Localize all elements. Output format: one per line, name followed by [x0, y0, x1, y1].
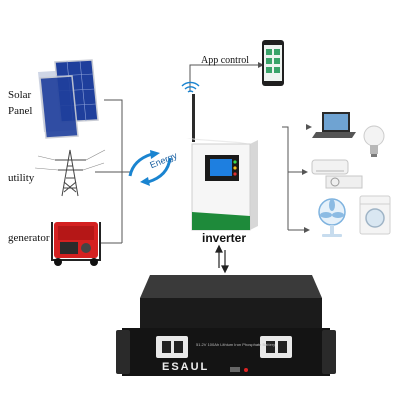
- generator-label: generator: [8, 232, 50, 244]
- app-control-label: App control: [201, 55, 250, 66]
- battery-rack-icon: [116, 275, 336, 376]
- utility-label: utility: [8, 172, 35, 184]
- inverter-icon: [186, 94, 258, 231]
- energy-cycle-arrows: [128, 152, 172, 184]
- arrow-heads: [258, 62, 312, 233]
- laptop-icon: [312, 112, 356, 138]
- inverter-label: inverter: [202, 231, 247, 245]
- generator-icon: [51, 222, 101, 266]
- solar-label-line1: Solar: [8, 89, 32, 101]
- air-conditioner-icon: [311, 159, 363, 189]
- wifi-icon: [181, 81, 200, 93]
- battery-caption: 51.2V 100Ah Lithium Iron Phosphate Batte…: [196, 342, 276, 347]
- power-tower-icon: [34, 149, 106, 197]
- fan-icon: [318, 198, 346, 237]
- inverter-battery-arrow: [215, 244, 229, 274]
- battery-brand: ESAUL: [162, 361, 210, 373]
- washing-machine-icon: [359, 195, 391, 235]
- light-bulb-icon: [363, 125, 385, 157]
- smartphone-icon: [262, 40, 284, 86]
- solar-label-line2: Panel: [8, 105, 33, 117]
- solar-panel-icon: [38, 59, 99, 139]
